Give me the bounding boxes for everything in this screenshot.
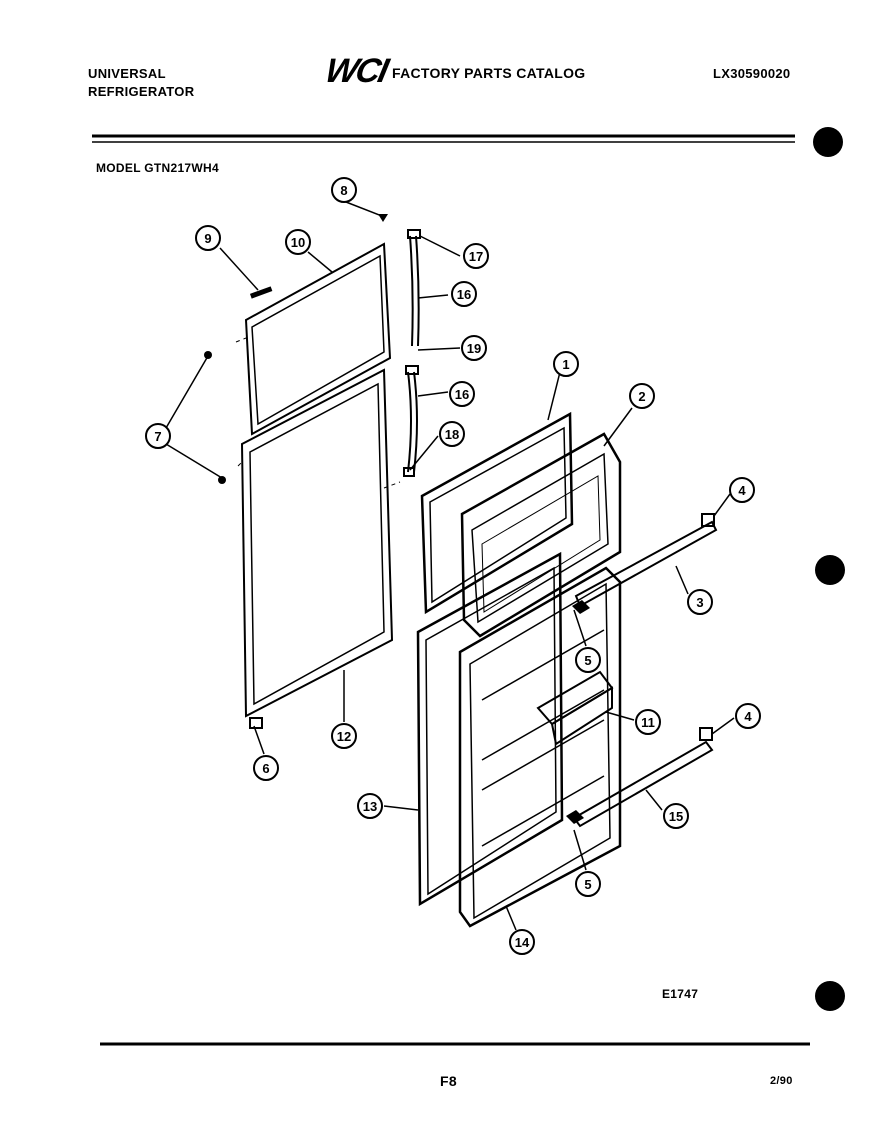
svg-text:19: 19 bbox=[467, 341, 481, 356]
butter-compartment-11 bbox=[536, 670, 614, 746]
freezer-gasket bbox=[244, 242, 392, 436]
shelf-bar-15 bbox=[572, 727, 714, 828]
bushing-6 bbox=[249, 717, 263, 729]
page-number: F8 bbox=[440, 1073, 457, 1089]
callout-19: 19 bbox=[461, 335, 487, 361]
binder-hole-bottom bbox=[815, 981, 845, 1011]
callout-4-lower: 4 bbox=[735, 703, 761, 729]
svg-text:11: 11 bbox=[641, 715, 655, 730]
svg-text:9: 9 bbox=[204, 231, 211, 246]
callout-18: 18 bbox=[439, 421, 465, 447]
callout-12: 12 bbox=[331, 723, 357, 749]
svg-text:4: 4 bbox=[744, 709, 752, 724]
callout-2: 2 bbox=[629, 383, 655, 409]
company-name-line1: UNIVERSAL bbox=[88, 66, 166, 81]
callout-16-lower: 16 bbox=[449, 381, 475, 407]
binder-hole-top bbox=[813, 127, 843, 157]
svg-text:12: 12 bbox=[337, 729, 351, 744]
svg-text:5: 5 bbox=[584, 653, 591, 668]
binder-hole-middle bbox=[815, 555, 845, 585]
freezer-door-gasket bbox=[420, 411, 574, 615]
hinge-lower bbox=[403, 365, 419, 477]
alignment-lines bbox=[235, 337, 401, 489]
callout-17: 17 bbox=[463, 243, 489, 269]
hinge-upper bbox=[407, 229, 421, 347]
svg-text:8: 8 bbox=[340, 183, 347, 198]
callout-9: 9 bbox=[195, 225, 221, 251]
svg-text:16: 16 bbox=[455, 387, 469, 402]
revision-date: 2/90 bbox=[770, 1075, 793, 1087]
callout-13: 13 bbox=[357, 793, 383, 819]
svg-text:7: 7 bbox=[154, 429, 161, 444]
fresh-food-door-liner bbox=[458, 566, 622, 928]
callout-7: 7 bbox=[145, 423, 171, 449]
callout-11: 11 bbox=[635, 709, 661, 735]
catalog-title: FACTORY PARTS CATALOG bbox=[392, 65, 586, 81]
bracket-5-lower bbox=[566, 810, 584, 824]
svg-text:16: 16 bbox=[457, 287, 471, 302]
svg-text:3: 3 bbox=[696, 595, 703, 610]
callout-16-upper: 16 bbox=[451, 281, 477, 307]
svg-text:4: 4 bbox=[738, 483, 746, 498]
diagram-code: E1747 bbox=[662, 987, 699, 1001]
svg-text:2: 2 bbox=[638, 389, 645, 404]
callout-15: 15 bbox=[663, 803, 689, 829]
leader-lines bbox=[165, 201, 735, 931]
callout-1: 1 bbox=[553, 351, 579, 377]
callout-6: 6 bbox=[253, 755, 279, 781]
svg-text:17: 17 bbox=[469, 249, 483, 264]
bracket-5-upper bbox=[572, 600, 590, 614]
fresh-food-door-gasket bbox=[416, 551, 564, 907]
callout-5-lower: 5 bbox=[575, 871, 601, 897]
svg-text:13: 13 bbox=[363, 799, 377, 814]
company-name-line2: REFRIGERATOR bbox=[88, 84, 195, 99]
callouts: 1 2 3 4 4 5 5 6 7 8 9 10 11 12 13 14 15 … bbox=[145, 177, 761, 955]
header-rule bbox=[92, 134, 795, 143]
model-label: MODEL GTN217WH4 bbox=[96, 161, 219, 175]
fresh-food-gasket bbox=[240, 368, 394, 718]
svg-text:10: 10 bbox=[291, 235, 305, 250]
svg-text:5: 5 bbox=[584, 877, 591, 892]
callout-10: 10 bbox=[285, 229, 311, 255]
callout-14: 14 bbox=[509, 929, 535, 955]
callout-8: 8 bbox=[331, 177, 357, 203]
screw-7b bbox=[218, 476, 226, 484]
svg-text:18: 18 bbox=[445, 427, 459, 442]
svg-text:1: 1 bbox=[562, 357, 569, 372]
document-number: LX30590020 bbox=[713, 66, 791, 81]
screw-7a bbox=[204, 351, 212, 359]
callout-3: 3 bbox=[687, 589, 713, 615]
bracket-9 bbox=[249, 286, 273, 299]
freezer-door-liner bbox=[460, 432, 622, 638]
svg-text:15: 15 bbox=[669, 809, 683, 824]
callout-4-upper: 4 bbox=[729, 477, 755, 503]
svg-text:6: 6 bbox=[262, 761, 269, 776]
svg-text:14: 14 bbox=[515, 935, 530, 950]
callout-5-upper: 5 bbox=[575, 647, 601, 673]
